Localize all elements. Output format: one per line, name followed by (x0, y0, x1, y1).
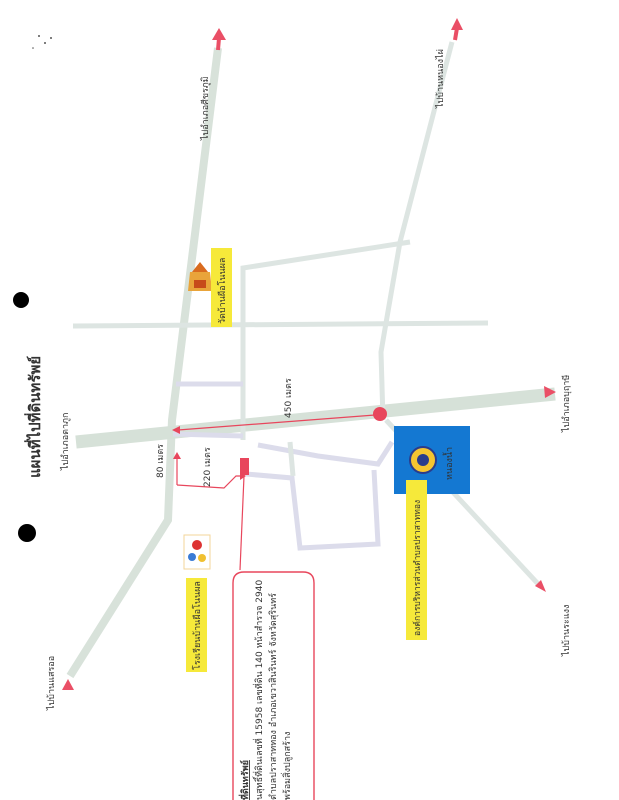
pond: หนองน้ำ (394, 426, 470, 494)
road-main-vertical (66, 47, 222, 679)
school-icon (183, 534, 211, 570)
temple: วัดบ้านผือโนนผล (188, 248, 232, 327)
road-arrows (62, 18, 556, 690)
road-lower-e (287, 441, 296, 477)
road-main-horizontal (75, 387, 556, 449)
destination-top: ไปอำเภอศีขรภูมิ (200, 76, 211, 141)
destination-bottom-right: ไปบ้านระแงง (561, 605, 572, 657)
road-lower-d (257, 440, 395, 467)
map-title: แผนที่ไปที่ดินทรัพย์ (24, 356, 44, 478)
arrow-right-icon (544, 386, 556, 398)
info-box-line1: นสุทธิ์ที่ดินเลขที่ 15958 เลขที่ดิน 140 … (252, 580, 265, 800)
tao-office: องค์การบริหารส่วนตำบลปราสาททอง (406, 480, 427, 640)
arrow-bottom-right-icon (535, 580, 546, 592)
road-lower-c (245, 469, 381, 551)
school: โรงเรียนบ้านผือโนนผล (183, 534, 211, 672)
destination-right: ไปอำเภอบุฤาษี (561, 375, 572, 433)
school-label: โรงเรียนบ้านผือโนนผล (192, 581, 203, 670)
arrow-top-right-icon (451, 18, 463, 30)
destination-top-right: ไปบ้านหนองไผ่ (435, 49, 446, 109)
scan-marks (32, 35, 52, 49)
tao-office-label: องค์การบริหารส่วนตำบลปราสาททอง (412, 500, 423, 636)
arrow-left-bottom-icon (62, 679, 74, 690)
info-box-line2: ตำบลปราสาททอง อำเภอเขวาสินรินทร์ จังหวัด… (267, 593, 279, 800)
destination-left-mid: ไปอำเภอตาภูก (60, 413, 71, 471)
info-box-line3: พร้อมสิ่งปลูกสร้าง (280, 732, 293, 800)
road-right-north (378, 41, 455, 421)
info-box: ที่ดินทรัพย์ นสุทธิ์ที่ดินเลขที่ 15958 เ… (232, 571, 315, 800)
pond-label: หนองน้ำ (442, 447, 455, 480)
destination-left-bottom: ไปบ้านแสรออ (46, 656, 57, 711)
temple-icon (188, 262, 212, 291)
info-box-heading: ที่ดินทรัพย์ (238, 760, 251, 800)
distance-220: 220 เมตร (203, 447, 213, 487)
temple-label: วัดบ้านผือโนนผล (217, 258, 228, 324)
distance-450: 450 เมตร (284, 378, 294, 418)
binding-hole-bottom (18, 524, 36, 542)
arrow-top-icon (212, 28, 226, 40)
binding-hole-top (13, 292, 29, 308)
property-marker (240, 458, 249, 475)
distance-80: 80 เมตร (156, 444, 166, 478)
road-lower-b (172, 431, 244, 439)
road-upper-horizontal (72, 320, 489, 329)
tao-marker (373, 407, 387, 421)
